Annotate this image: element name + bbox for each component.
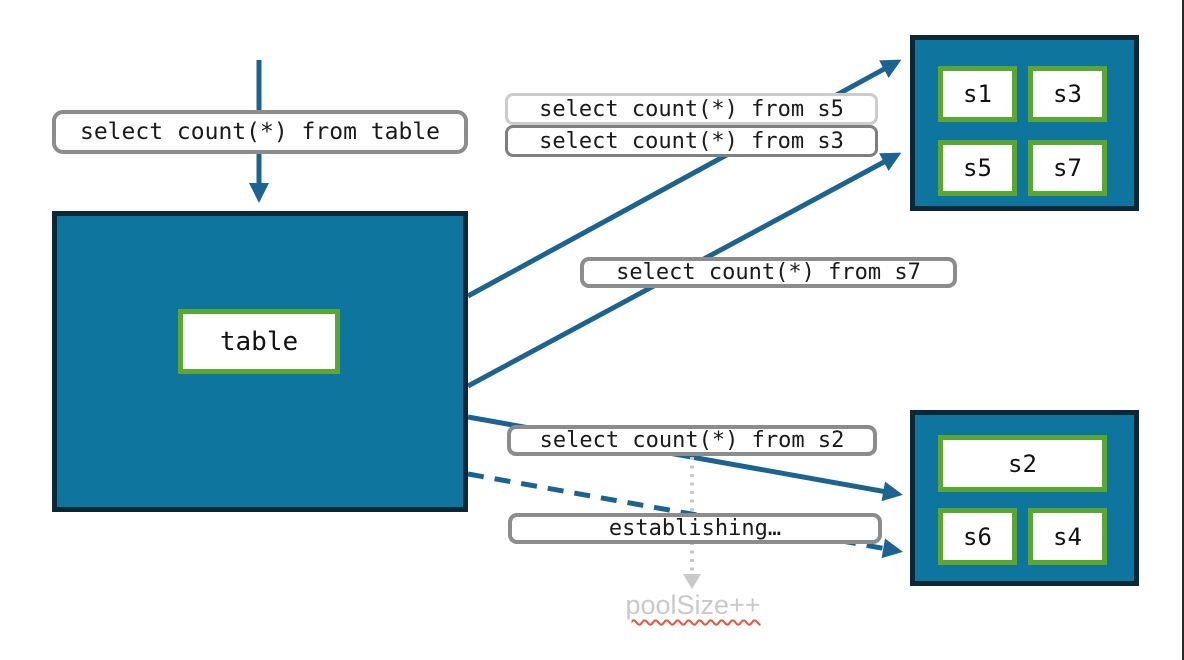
pool-size-note: poolSize++ [625, 590, 761, 620]
shard-s7: s7 [1028, 140, 1107, 196]
shard-pool-bottom: s2 s6 s4 [910, 410, 1139, 586]
slide-edge-line [1182, 0, 1184, 660]
dotted-note-arrowhead [683, 574, 701, 589]
query-label-table: select count(*) from table [52, 110, 468, 154]
shard-s4: s4 [1028, 508, 1107, 565]
query-label-s7: select count(*) from s7 [580, 257, 957, 288]
shard-s5: s5 [938, 140, 1017, 196]
shard-s6: s6 [938, 508, 1017, 565]
query-label-s5: select count(*) from s5 [505, 93, 878, 125]
query-label-s2: select count(*) from s2 [507, 425, 877, 456]
shard-s2: s2 [938, 435, 1107, 492]
shard-pool-top: s1 s3 s5 s7 [910, 35, 1139, 211]
shard-s1: s1 [938, 66, 1017, 122]
shard-s3: s3 [1028, 66, 1107, 122]
table-node: table [178, 309, 340, 374]
query-label-s3: select count(*) from s3 [505, 125, 878, 157]
establishing-label: establishing… [508, 513, 882, 544]
table-pool-box: table [52, 211, 468, 512]
